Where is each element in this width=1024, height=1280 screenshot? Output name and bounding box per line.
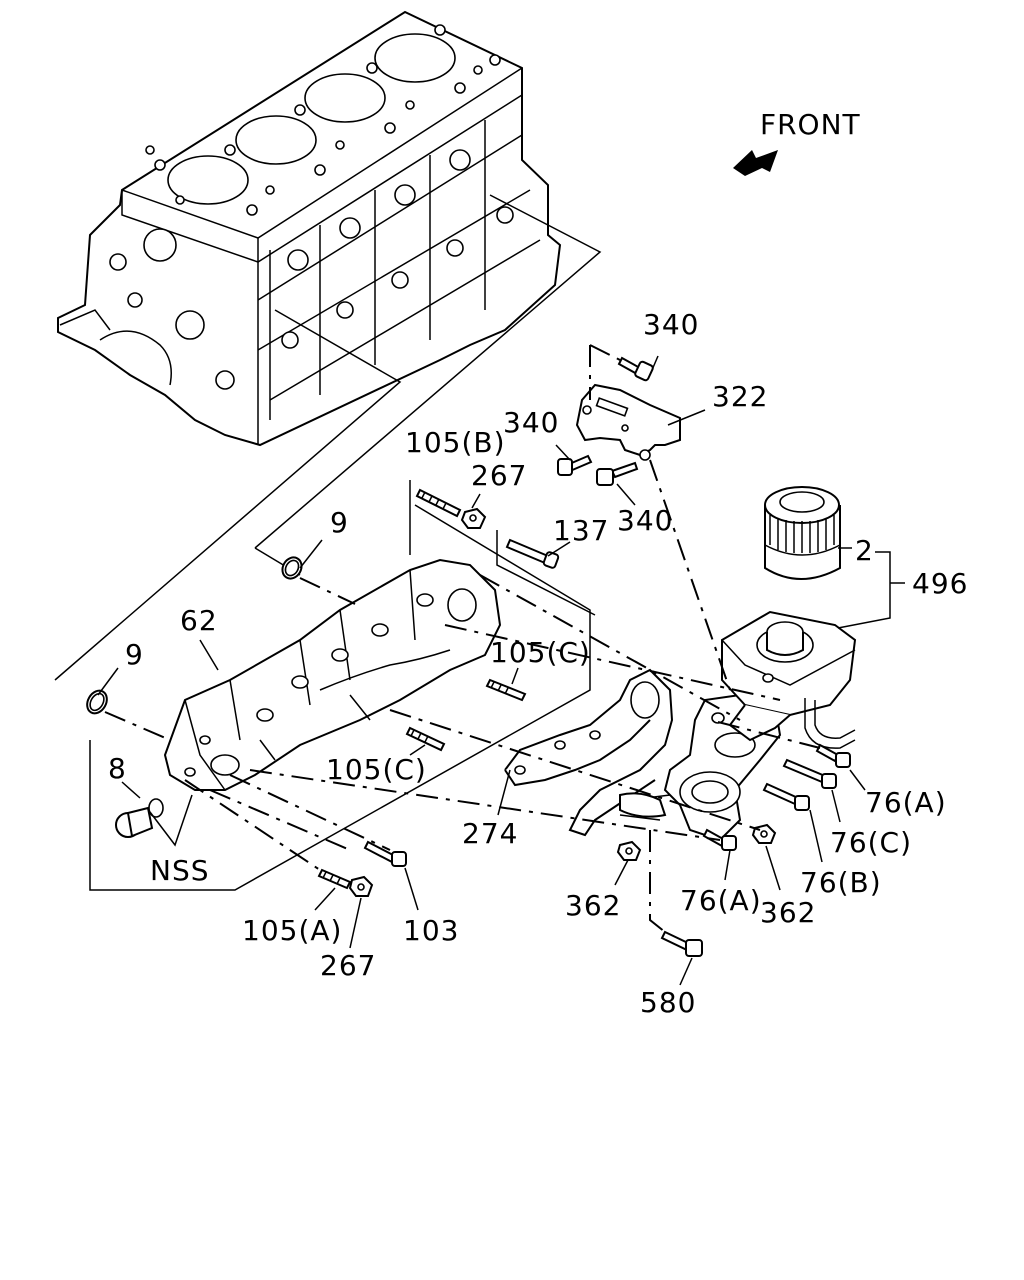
bolt-103 xyxy=(363,840,407,867)
bolt-137 xyxy=(505,538,560,569)
callout-105C-upper: 105(C) xyxy=(490,636,591,669)
bolt-340-top xyxy=(617,356,654,382)
callout-NSS: NSS xyxy=(150,854,210,887)
bolt-580 xyxy=(660,930,703,957)
callout-362-left: 362 xyxy=(565,889,621,922)
callout-76B: 76(B) xyxy=(800,866,882,899)
bolt-76B xyxy=(762,782,810,811)
callout-105B: 105(B) xyxy=(405,426,506,459)
block-leader-frame-right xyxy=(254,194,602,549)
callout-580: 580 xyxy=(640,986,696,1019)
callout-340-low: 340 xyxy=(617,504,673,537)
nut-362-left xyxy=(616,840,642,861)
callout-267-low: 267 xyxy=(320,949,376,982)
callout-137: 137 xyxy=(553,514,609,547)
callout-62: 62 xyxy=(180,604,218,637)
front-arrow-icon xyxy=(733,150,778,176)
bolt-340-mid xyxy=(557,454,593,476)
callout-362-right: 362 xyxy=(760,896,816,929)
callout-340-top: 340 xyxy=(643,308,699,341)
callout-8: 8 xyxy=(108,752,127,785)
mounting-bracket xyxy=(575,383,681,461)
stud-105C-lower xyxy=(405,726,446,752)
filter-head xyxy=(721,610,857,749)
cylinder-block xyxy=(57,10,562,447)
stud-105B xyxy=(415,488,462,518)
oil-filter-cartridge xyxy=(764,486,841,580)
callout-9-upper: 9 xyxy=(330,506,349,539)
bolt-76A-low xyxy=(702,828,737,851)
bolt-76C xyxy=(782,758,837,789)
bolt-76A-right xyxy=(815,743,851,768)
front-label: FRONT xyxy=(760,108,861,141)
callout-340-mid: 340 xyxy=(503,406,559,439)
callout-103: 103 xyxy=(403,914,459,947)
callout-274: 274 xyxy=(462,817,518,850)
nut-362-right xyxy=(751,823,777,844)
block-leader-frame-left xyxy=(54,309,402,681)
callout-76C: 76(C) xyxy=(830,826,912,859)
stud-105A xyxy=(317,868,352,890)
housing-group-frame xyxy=(89,504,591,891)
nut-267-top xyxy=(460,507,487,529)
callout-105A: 105(A) xyxy=(242,914,342,947)
oil-cooler-housing xyxy=(163,558,502,791)
o-ring-9-lower xyxy=(86,689,108,715)
callout-105C-lower: 105(C) xyxy=(326,753,427,786)
callout-267-top: 267 xyxy=(471,459,527,492)
stud-105C-upper xyxy=(485,678,527,702)
callout-2: 2 xyxy=(855,534,874,567)
callout-322: 322 xyxy=(712,380,768,413)
callout-496: 496 xyxy=(912,567,968,600)
o-ring-9-upper xyxy=(281,556,303,580)
callout-9-lower: 9 xyxy=(125,638,144,671)
bolt-340-low xyxy=(596,461,639,486)
nut-267-low xyxy=(348,875,374,897)
callout-76A-right: 76(A) xyxy=(865,786,947,819)
callout-76A-low: 76(A) xyxy=(680,884,762,917)
drain-plug xyxy=(115,798,164,838)
